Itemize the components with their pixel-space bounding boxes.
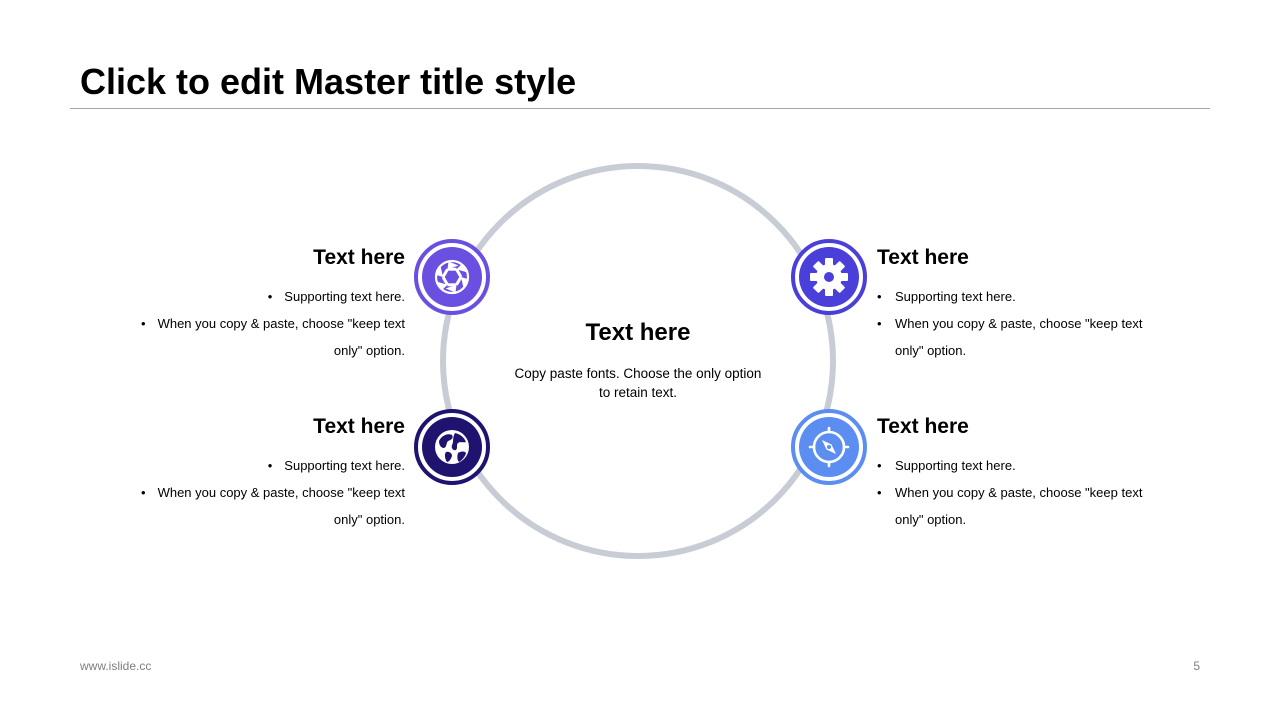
bullet-item: Supporting text here. (877, 283, 1167, 310)
center-body: Copy paste fonts. Choose the only option… (508, 364, 768, 402)
bullet-list: Supporting text here. When you copy & pa… (115, 283, 405, 364)
icon-badge-top-left (414, 239, 490, 315)
icon-badge-top-right (791, 239, 867, 315)
gear-icon (799, 247, 859, 307)
item-bottom-left: Text here Supporting text here. When you… (115, 414, 405, 533)
item-heading: Text here (313, 415, 405, 438)
icon-badge-bottom-right (791, 409, 867, 485)
item-heading: Text here (877, 415, 969, 438)
globe-icon (422, 417, 482, 477)
title-divider (70, 108, 1210, 109)
bullet-item: When you copy & paste, choose "keep text (877, 479, 1167, 506)
bullet-list: Supporting text here. When you copy & pa… (877, 452, 1167, 533)
bullet-item: When you copy & paste, choose "keep text (115, 479, 405, 506)
slide-title: Click to edit Master title style (80, 61, 577, 102)
center-ring (440, 163, 836, 559)
icon-badge-bottom-left (414, 409, 490, 485)
bullet-item: Supporting text here. (115, 452, 405, 479)
bullet-item: When you copy & paste, choose "keep text (877, 310, 1167, 337)
compass-icon (799, 417, 859, 477)
bullet-item: When you copy & paste, choose "keep text (115, 310, 405, 337)
footer-url: www.islide.cc (80, 659, 152, 673)
bullet-list: Supporting text here. When you copy & pa… (877, 283, 1167, 364)
center-body-line-2: to retain text. (598, 385, 678, 400)
bullet-item: Supporting text here. (115, 283, 405, 310)
item-top-right: Text here Supporting text here. When you… (877, 245, 1167, 364)
aperture-icon (422, 247, 482, 307)
bullet-item-continuation: only" option. (333, 512, 405, 527)
center-heading: Text here (585, 319, 691, 346)
page-number: 5 (1193, 659, 1200, 673)
bullet-item: Supporting text here. (877, 452, 1167, 479)
bullet-item-continuation: only" option. (333, 343, 405, 358)
item-heading: Text here (877, 246, 969, 269)
bullet-item-continuation: only" option. (895, 343, 967, 358)
bullet-item-continuation: only" option. (895, 512, 967, 527)
bullet-list: Supporting text here. When you copy & pa… (115, 452, 405, 533)
item-bottom-right: Text here Supporting text here. When you… (877, 414, 1167, 533)
item-heading: Text here (313, 246, 405, 269)
center-body-line-1: Copy paste fonts. Choose the only option (514, 366, 762, 381)
item-top-left: Text here Supporting text here. When you… (115, 245, 405, 364)
